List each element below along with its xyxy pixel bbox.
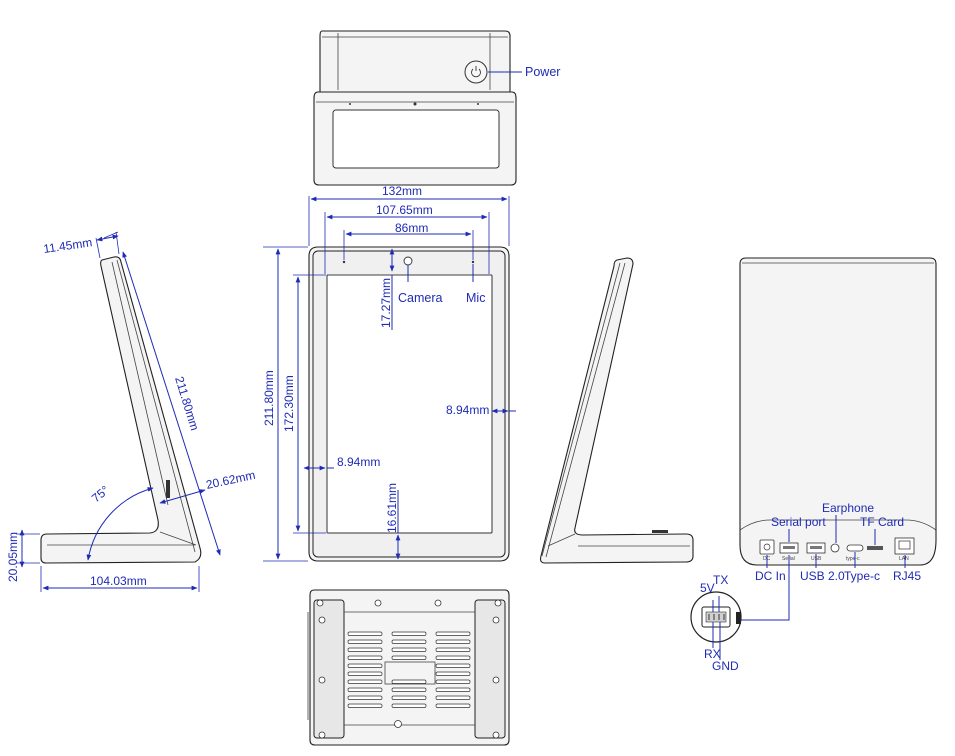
- base-length-label: 104.03mm: [90, 574, 147, 588]
- front-view: [308, 246, 510, 562]
- vent-slot: [347, 671, 383, 676]
- vent-slot: [347, 695, 383, 700]
- serial-detail-callout: TX 5V RX GND: [690, 555, 790, 673]
- dc-port: [759, 539, 775, 555]
- rx-label: RX: [704, 647, 721, 661]
- gnd-label: GND: [712, 659, 739, 673]
- vent-slot: [391, 639, 427, 644]
- vent-slot: [435, 655, 471, 660]
- total-height-label: 211.80mm: [262, 370, 276, 426]
- angle-label: 75°: [89, 483, 112, 506]
- vent-slot: [435, 671, 471, 676]
- total-width-label: 132mm: [382, 184, 422, 198]
- usb-label: USB 2.0: [800, 569, 845, 583]
- vent-slot: [435, 639, 471, 644]
- tf-card-label: TF Card: [860, 515, 904, 529]
- dc-in-label: DC In: [755, 569, 786, 583]
- side-thickness-label: 11.45mm: [42, 235, 93, 256]
- screen-height-label: 172.30mm: [282, 375, 296, 432]
- tx-label: TX: [713, 573, 728, 587]
- camera-mic-label: 86mm: [395, 221, 428, 235]
- earphone-label: Earphone: [822, 501, 874, 515]
- vent-slot: [347, 631, 383, 636]
- camera-icon: [403, 256, 413, 266]
- vent-slot: [391, 631, 427, 636]
- type-c-port: [846, 544, 864, 552]
- vent-slot: [391, 679, 427, 684]
- base-depth-label: 20.62mm: [205, 468, 257, 492]
- vent-slot: [347, 655, 383, 660]
- vent-slot: [347, 663, 383, 668]
- vent-slot: [347, 687, 383, 692]
- screen-width-label: 107.65mm: [376, 203, 433, 217]
- vent-slot: [435, 679, 471, 684]
- side-bezel-label: 8.94mm: [337, 455, 380, 469]
- tf-card-slot: [867, 546, 883, 550]
- top-view: Power: [313, 30, 560, 186]
- vent-slot: [391, 695, 427, 700]
- rj45-label: RJ45: [893, 569, 921, 583]
- svg-text:type-c: type-c: [846, 556, 860, 562]
- vent-slot: [435, 695, 471, 700]
- bottom-bezel-label: 16.61mm: [385, 483, 399, 533]
- back-port-labels: Earphone Serial port TF Card DC In USB 2…: [755, 501, 921, 583]
- vent-slot: [347, 639, 383, 644]
- rj45-port: [894, 537, 915, 555]
- back-view: DC Serial USB type-c LAN: [739, 257, 937, 566]
- vent-slot: [435, 647, 471, 652]
- vent-slot: [391, 687, 427, 692]
- vent-slot: [347, 703, 383, 708]
- right-side-view: [539, 257, 694, 564]
- top-bezel-label: 17.27mm: [379, 278, 393, 328]
- vent-slot: [391, 655, 427, 660]
- power-button: [464, 60, 488, 84]
- vent-slot: [435, 703, 471, 708]
- left-side-view: [40, 256, 202, 564]
- right-bezel-label: 8.94mm: [446, 403, 489, 417]
- vent-slot: [391, 703, 427, 708]
- vent-slot: [347, 647, 383, 652]
- power-label: Power: [525, 65, 560, 79]
- serial-port-label: Serial port: [771, 515, 826, 529]
- svg-text:Serial: Serial: [782, 556, 795, 562]
- mic-label: Mic: [466, 291, 485, 305]
- type-c-label: Type-c: [844, 569, 880, 583]
- side-length-label: 211.80mm: [172, 375, 202, 432]
- vent-slot: [435, 663, 471, 668]
- vent-slot: [347, 679, 383, 684]
- svg-text:LAN: LAN: [899, 556, 909, 562]
- vent-slot: [435, 687, 471, 692]
- camera-label: Camera: [398, 291, 443, 305]
- mic-icon: [471, 260, 475, 264]
- vent-slot: [435, 631, 471, 636]
- vent-slots: [347, 631, 471, 708]
- earphone-jack: [830, 543, 840, 553]
- base-height-label: 20.05mm: [6, 532, 20, 582]
- bottom-view: [307, 589, 510, 746]
- vent-slot: [391, 647, 427, 652]
- 5v-label: 5V: [700, 581, 715, 595]
- front-dimensions: 132mm 107.65mm 86mm Camera Mic 17.27mm 2…: [262, 184, 516, 562]
